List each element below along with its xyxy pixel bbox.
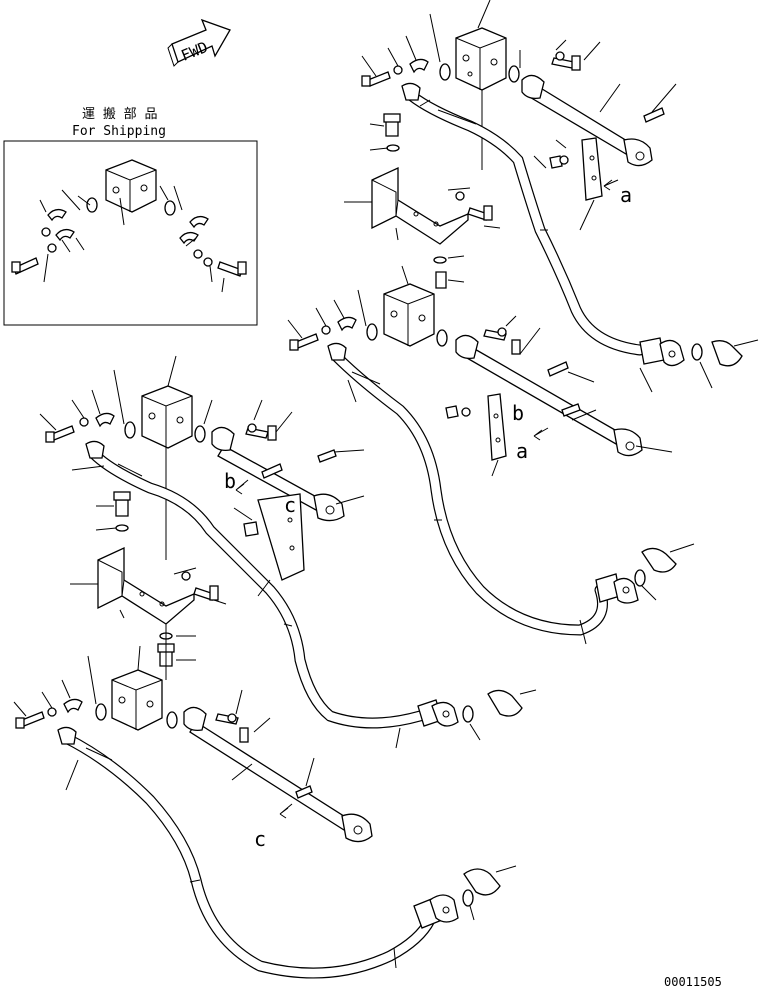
shipping-title-jp: 運 搬 部 品 [82, 107, 157, 122]
left-pipe: b c [211, 399, 365, 597]
view-label-b-middle: b [512, 401, 524, 425]
middle-hose-1 [327, 342, 695, 645]
middle-valve-block [287, 255, 465, 351]
drawing-number: 00011505 [664, 975, 722, 989]
left-valve-block [39, 355, 213, 560]
lower-hose-1 [57, 726, 517, 979]
view-label-a-upper: a [620, 183, 632, 207]
view-label-a-middle: a [516, 439, 528, 463]
middle-pipe: b a [445, 315, 673, 477]
upper-hose-1 [401, 82, 759, 393]
lower-pipe: c [183, 689, 373, 851]
view-label-b-left: b [224, 469, 236, 493]
upper-valve-block [361, 0, 521, 170]
left-hose-1 [71, 440, 537, 749]
upper-pipe: a [521, 39, 677, 231]
left-mount-bracket [70, 491, 227, 680]
shipping-parts [11, 159, 247, 293]
view-label-c-lower: c [254, 827, 266, 851]
upper-mount-bracket [344, 113, 501, 245]
shipping-box-frame [3, 140, 258, 326]
fwd-arrow: FWD [167, 18, 231, 67]
lower-valve-block [13, 645, 178, 731]
view-label-c-left: c [284, 493, 296, 517]
shipping-title-en: For Shipping [72, 124, 166, 139]
